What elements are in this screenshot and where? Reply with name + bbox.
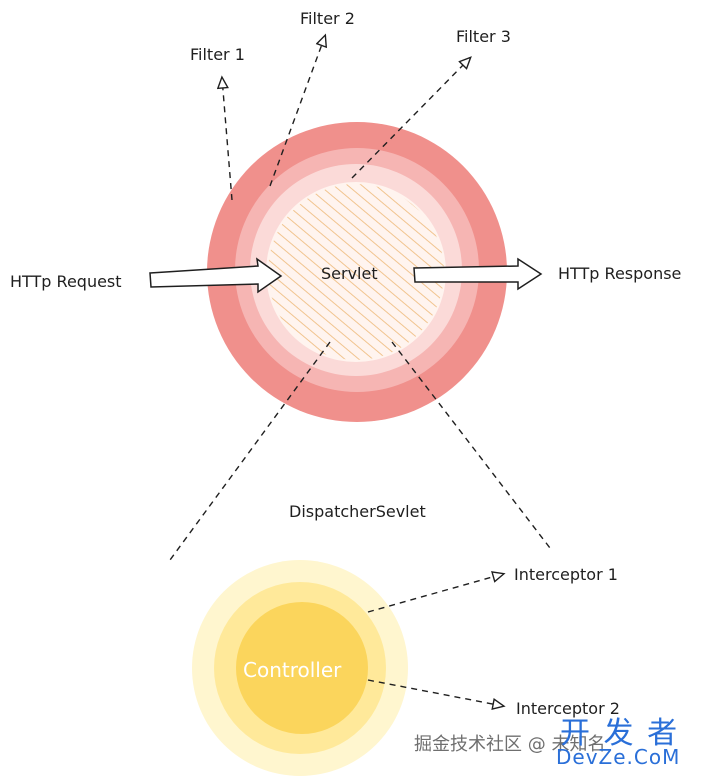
filter1-label: Filter 1 — [190, 45, 245, 64]
interceptor2-label: Interceptor 2 — [516, 699, 620, 718]
filter-arrows — [222, 36, 470, 201]
filter2-arrow — [269, 36, 325, 187]
response-label: HTTp Response — [558, 264, 681, 283]
watermark-brand-cn: 开 发 者 — [560, 716, 680, 751]
filter1-arrow — [222, 78, 233, 201]
servlet-label: Servlet — [321, 264, 378, 283]
dispatcher-lines — [169, 341, 551, 561]
controller-core — [236, 602, 368, 734]
interceptor2-arrow — [367, 679, 503, 706]
filter3-label: Filter 3 — [456, 27, 511, 46]
interceptor-arrows — [367, 574, 503, 706]
dispatcher-left-line — [169, 341, 331, 561]
request-arrow — [149, 257, 283, 294]
response-arrow — [413, 257, 543, 291]
servlet-circle-group — [207, 122, 507, 422]
watermark-brand-en: DevZe.CoM — [556, 745, 681, 769]
request-label: HTTp Request — [10, 272, 122, 291]
servlet-core-hatch — [268, 184, 444, 360]
dispatcher-label: DispatcherSevlet — [289, 502, 426, 521]
interceptor1-arrow — [367, 574, 503, 613]
filter2-label: Filter 2 — [300, 9, 355, 28]
controller-label: Controller — [243, 658, 342, 682]
controller-circle-group — [192, 560, 408, 776]
interceptor1-label: Interceptor 1 — [514, 565, 618, 584]
watermark-community: 掘金技术社区 @ 未知名 — [414, 734, 606, 755]
